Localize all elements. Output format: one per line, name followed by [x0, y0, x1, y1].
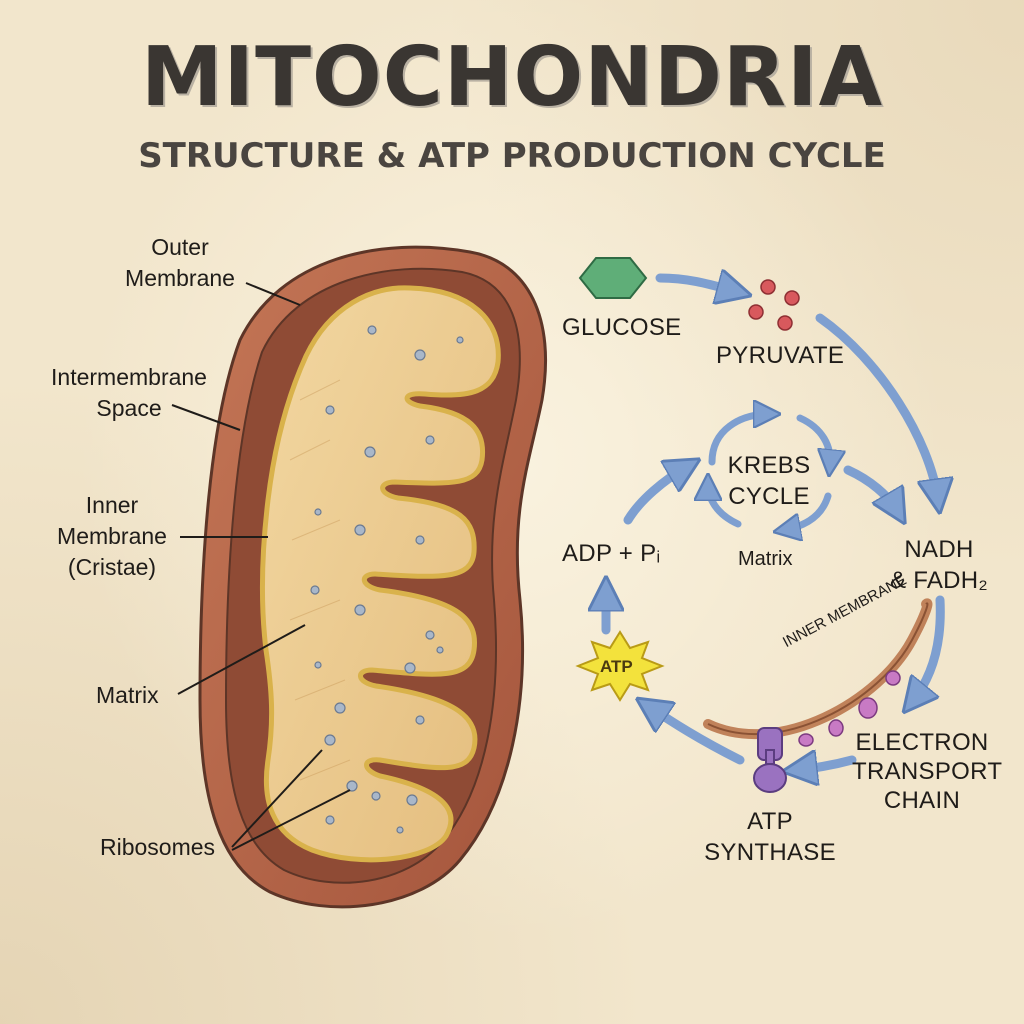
label-etc-line3: CHAIN [883, 787, 961, 814]
label-atp-synthase-line1: ATP [747, 808, 793, 835]
label-intermembrane-space: Intermembrane Space [34, 362, 224, 424]
arrow-nadh-etc [912, 595, 945, 702]
label-intermembrane-line2: Space [96, 395, 162, 421]
label-krebs-line1: KREBS [727, 452, 811, 479]
label-leader-lines [171, 282, 351, 851]
label-krebs-line2: CYCLE [728, 483, 810, 510]
label-adp-pi: ADP + Pᵢ [562, 540, 661, 567]
arrow-adp-krebs [623, 466, 688, 525]
label-atp-star: ATP [600, 657, 633, 676]
label-glucose: GLUCOSE [562, 314, 682, 341]
label-pyruvate: PYRUVATE [716, 342, 845, 369]
label-inner-membrane: Inner Membrane (Cristae) [44, 490, 180, 583]
label-outer-membrane-line1: Outer [151, 234, 209, 260]
inner-membrane-cristae [259, 285, 501, 863]
mitochondrion [198, 245, 547, 909]
atp-synthase-protein [753, 727, 787, 793]
pyruvate-molecules [748, 279, 800, 331]
label-inner-membrane-line3: (Cristae) [67, 554, 157, 580]
etc-proteins [798, 670, 901, 747]
atp-cycle [575, 257, 945, 793]
matrix-texture [289, 379, 351, 781]
label-nadh-fadh2: NADH & FADH₂ [884, 534, 994, 596]
label-krebs-matrix: Matrix [738, 548, 793, 570]
krebs-cycle-arrows [708, 414, 830, 530]
label-atp-synthase: ATP SYNTHASE [700, 806, 840, 868]
label-krebs-cycle: KREBS CYCLE [712, 450, 826, 512]
label-inner-membrane-line1: Inner [85, 492, 139, 518]
ribosome-dots [310, 325, 464, 834]
arrow-krebs-nadh [843, 465, 898, 512]
label-etc-line1: ELECTRON [855, 729, 989, 756]
label-matrix: Matrix [96, 682, 159, 708]
arrow-etc-synthase [796, 760, 857, 770]
label-intermembrane-line1: Intermembrane [51, 364, 207, 390]
arrow-glucose-pyruvate [655, 278, 738, 292]
label-nadh-line2: & FADH₂ [889, 567, 989, 594]
label-ribosomes: Ribosomes [100, 834, 216, 860]
label-inner-membrane-line2: Membrane [57, 523, 167, 549]
page-subtitle: STRUCTURE & ATP PRODUCTION CYCLE [138, 136, 886, 176]
label-etc-line2: TRANSPORT [852, 758, 1003, 785]
label-outer-membrane: Outer Membrane [110, 232, 250, 294]
atp-star [575, 630, 665, 702]
arrow-synthase-atp [648, 706, 745, 765]
label-outer-membrane-line2: Membrane [125, 265, 235, 291]
label-atp-synthase-line2: SYNTHASE [704, 839, 836, 866]
glucose-hexagon [578, 257, 648, 299]
page-title: MITOCHONDRIA [140, 30, 884, 125]
label-electron-transport-chain: ELECTRON TRANSPORT CHAIN [852, 728, 1003, 815]
label-nadh-line1: NADH [904, 536, 974, 563]
arrow-pyruvate-nadh [815, 313, 938, 500]
